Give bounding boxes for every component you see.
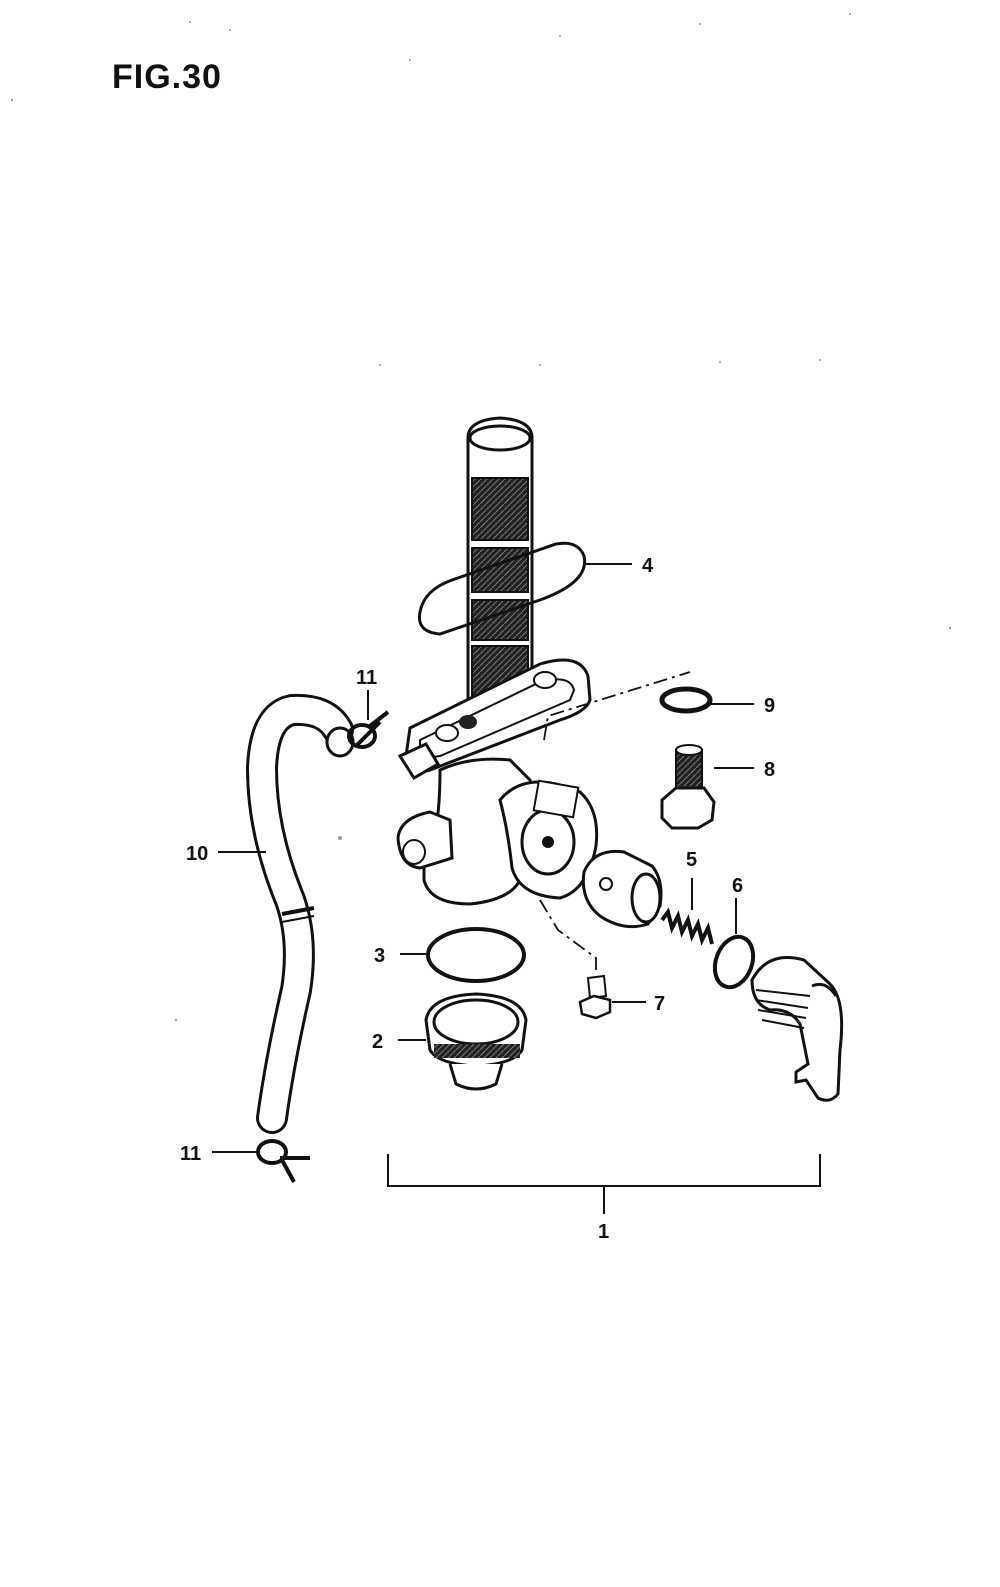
callout-8: 8 [764, 759, 775, 781]
fuel-cock-lever [750, 956, 844, 1102]
hose-clip-lower [256, 1139, 310, 1183]
gasket-o-ring [417, 541, 587, 636]
callout-3: 3 [374, 945, 385, 967]
fuel-cock-body [396, 658, 599, 906]
callout-9: 9 [764, 695, 775, 717]
o-ring [426, 927, 526, 983]
callout-labels: 1 2 3 4 5 6 7 8 9 10 11 11 [180, 555, 775, 1243]
callout-4: 4 [642, 555, 654, 577]
assembly-lines [539, 671, 691, 970]
leader-lines [212, 563, 821, 1214]
callout-5: 5 [686, 849, 697, 871]
figure-title: FIG.30 [112, 58, 222, 96]
valve-plug [581, 849, 663, 929]
callout-6: 6 [732, 875, 743, 897]
fuel-strainer-screen [466, 416, 534, 702]
washer [659, 686, 713, 714]
sediment-bowl [424, 992, 528, 1091]
callout-10: 10 [186, 843, 208, 865]
small-o-ring [712, 934, 756, 990]
bolt [660, 744, 716, 830]
callout-2: 2 [372, 1031, 383, 1053]
callout-1: 1 [598, 1221, 609, 1243]
callout-11-upper: 11 [356, 667, 377, 689]
scan-noise [10, 13, 952, 1022]
callout-11-lower: 11 [180, 1143, 201, 1165]
spring [660, 907, 714, 946]
callout-7: 7 [654, 993, 665, 1015]
screw [578, 974, 612, 1020]
fuel-hose [245, 693, 355, 1134]
hose-clip-upper [347, 710, 390, 749]
